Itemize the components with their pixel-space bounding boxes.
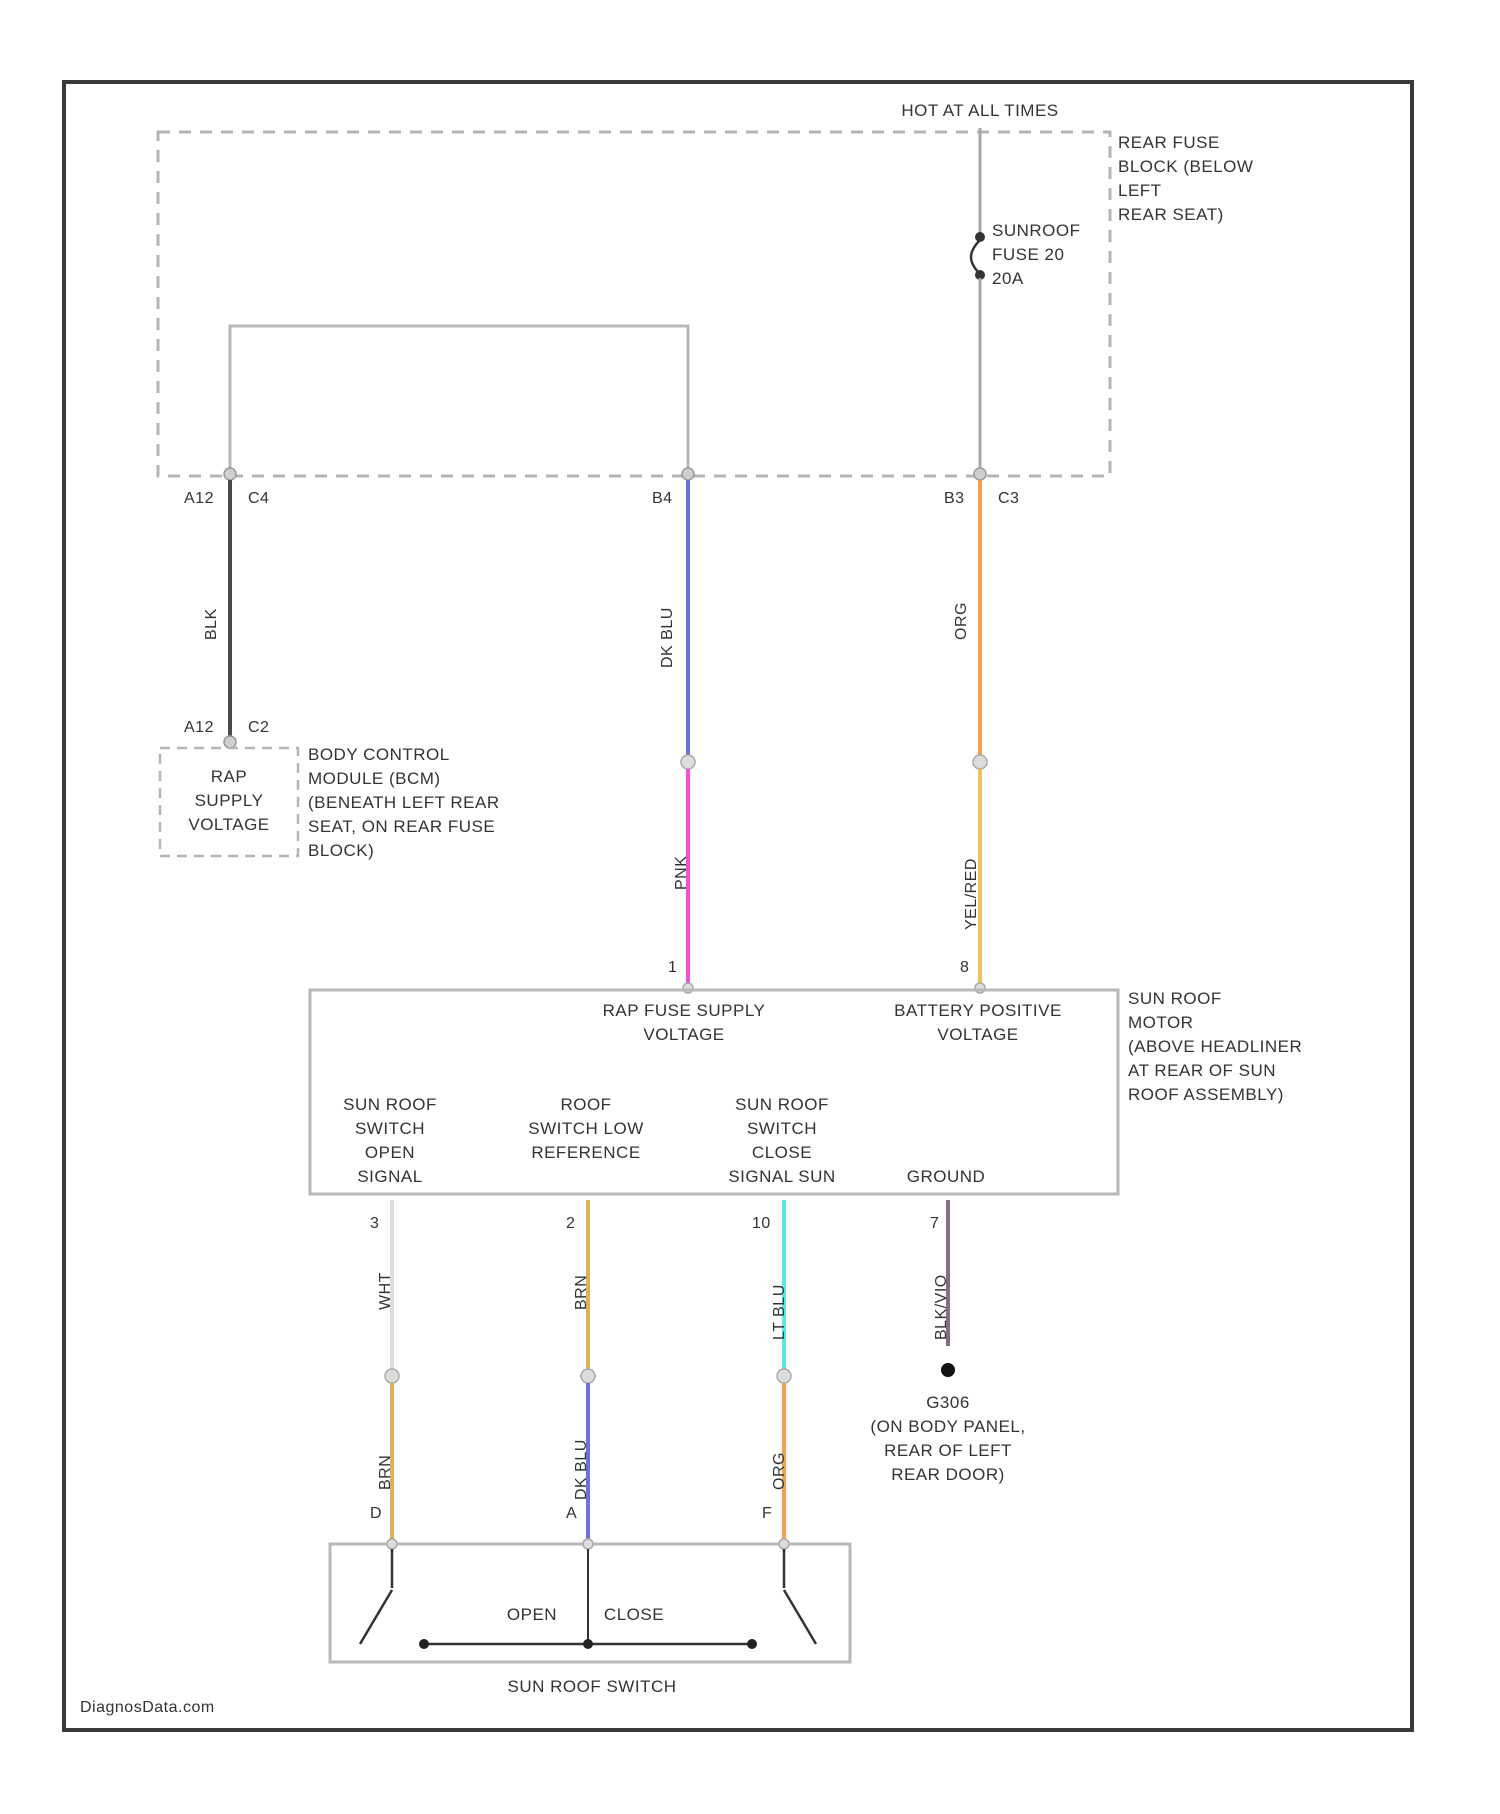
switch-open-blade [360,1590,392,1644]
motor-pin-1-label: 1 [668,959,677,976]
motor-open-signal-1: SUN ROOF [343,1095,437,1114]
motor-rap-label-1: RAP FUSE SUPPLY [603,1001,766,1020]
b4-pin-label: B4 [652,490,673,507]
motor-pin-10-label: 10 [752,1215,771,1232]
ground-desc-1: (ON BODY PANEL, [870,1417,1025,1436]
fuse-label-1: SUNROOF [992,221,1081,240]
org-wire-label: ORG [953,602,970,640]
bcm-inner-label-1: RAP [211,767,247,786]
motor-close-signal-4: SIGNAL SUN [728,1167,835,1186]
motor-close-signal-2: SWITCH [747,1119,817,1138]
org-wire-f-label: ORG [771,1452,788,1490]
motor-open-signal-2: SWITCH [355,1119,425,1138]
brn-wire-upper-label: BRN [573,1275,590,1310]
connector-c4: A12 C4 [184,468,269,507]
blk-vio-wire-label: BLK/VIO [933,1274,950,1340]
diagram-frame [64,82,1412,1730]
motor-low-ref-2: SWITCH LOW [528,1119,644,1138]
motor-close-signal-3: CLOSE [752,1143,812,1162]
motor-low-ref-1: ROOF [560,1095,611,1114]
bcm-desc-4: SEAT, ON REAR FUSE [308,817,495,836]
lt-blu-inline-connector [777,1369,791,1383]
motor-batt-label-1: BATTERY POSITIVE [894,1001,1062,1020]
bcm-pin-label: A12 [184,719,214,736]
motor-pin-3-label: 3 [370,1215,379,1232]
hot-at-all-times-label: HOT AT ALL TIMES [901,101,1058,120]
ground-g306-symbol [941,1363,955,1377]
fuse-label-3: 20A [992,269,1024,288]
bcm-desc-1: BODY CONTROL [308,745,450,764]
dk-blu-wire-a-label: DK BLU [573,1439,590,1500]
bcm-conn-label: C2 [248,719,269,736]
switch-pin-a-label: A [566,1505,577,1522]
motor-open-signal-3: OPEN [365,1143,415,1162]
motor-close-signal-1: SUN ROOF [735,1095,829,1114]
sun-roof-motor-box [310,990,1118,1194]
switch-open-label: OPEN [507,1605,557,1624]
motor-desc-1: SUN ROOF [1128,989,1222,1008]
rear-fuse-block-label-1: REAR FUSE [1118,133,1220,152]
bcm-desc-3: (BENEATH LEFT REAR [308,793,500,812]
ground-name-label: G306 [926,1393,970,1412]
switch-contact-close [747,1639,757,1649]
yel-red-wire-label: YEL/RED [963,858,980,930]
ground-desc-3: REAR DOOR) [891,1465,1005,1484]
motor-low-ref-3: REFERENCE [531,1143,640,1162]
c4-pin-label: A12 [184,490,214,507]
motor-desc-2: MOTOR [1128,1013,1193,1032]
watermark-text: DiagnosData.com [80,1699,215,1716]
bcm-inner-label-3: VOLTAGE [188,815,269,834]
switch-close-blade [784,1590,816,1644]
ground-desc-2: REAR OF LEFT [884,1441,1012,1460]
bcm-pin-terminal [224,736,236,748]
switch-contact-common [583,1639,593,1649]
motor-batt-label-2: VOLTAGE [937,1025,1018,1044]
fuse-label-2: FUSE 20 [992,245,1064,264]
dk-blu-wire-label: DK BLU [659,607,676,668]
motor-pin-8-label: 8 [960,959,969,976]
brn-inline-connector [581,1369,595,1383]
motor-desc-5: ROOF ASSEMBLY) [1128,1085,1284,1104]
motor-open-signal-4: SIGNAL [357,1167,422,1186]
c3-pin-label: B3 [944,490,965,507]
brn-wire-d-label: BRN [377,1455,394,1490]
c4-conn-label: C4 [248,490,269,507]
switch-contact-open [419,1639,429,1649]
bcm-inner-label-2: SUPPLY [195,791,264,810]
switch-pin-f-label: F [762,1505,772,1522]
rear-fuse-block-label-3: LEFT [1118,181,1162,200]
motor-desc-4: AT REAR OF SUN [1128,1061,1276,1080]
switch-pin-d-label: D [370,1505,382,1522]
fuse-block-internal-link [230,326,688,472]
wht-inline-connector [385,1369,399,1383]
mid-inline-connector [681,755,695,769]
bcm-desc-5: BLOCK) [308,841,374,860]
fuse-symbol [971,240,980,274]
motor-desc-3: (ABOVE HEADLINER [1128,1037,1302,1056]
pnk-wire-label: PNK [673,856,690,890]
motor-ground-label: GROUND [907,1167,986,1186]
c3-conn-label: C3 [998,490,1019,507]
motor-rap-label-2: VOLTAGE [643,1025,724,1044]
motor-pin-2-label: 2 [566,1215,575,1232]
right-inline-connector [973,755,987,769]
rear-fuse-block-label-4: REAR SEAT) [1118,205,1224,224]
lt-blu-wire-label: LT BLU [771,1284,788,1340]
switch-close-label: CLOSE [604,1605,664,1624]
blk-wire-label: BLK [203,608,220,640]
rear-fuse-block-boundary [158,132,1110,476]
wht-wire-label: WHT [377,1272,394,1310]
motor-pin-7-label: 7 [930,1215,939,1232]
rear-fuse-block-label-2: BLOCK (BELOW [1118,157,1253,176]
bcm-desc-2: MODULE (BCM) [308,769,441,788]
sun-roof-switch-label: SUN ROOF SWITCH [508,1677,677,1696]
